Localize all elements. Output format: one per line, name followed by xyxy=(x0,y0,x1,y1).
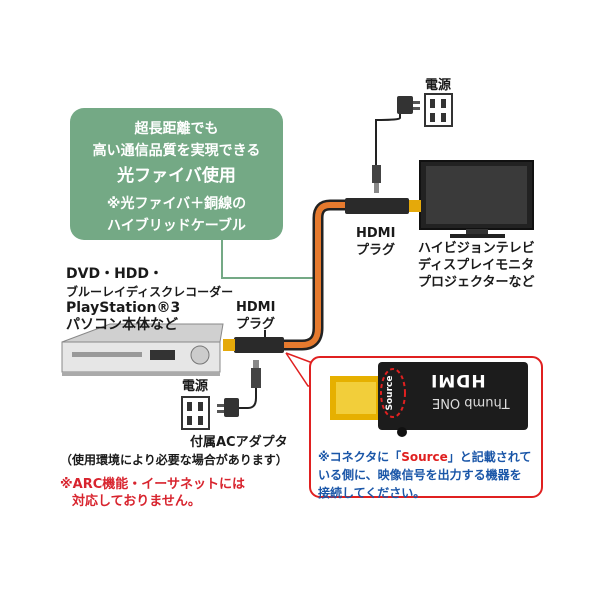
callout-line-4: ※光ファイバ＋銅線の xyxy=(106,196,247,212)
adapter-top-icon xyxy=(372,96,420,193)
connector-closeup xyxy=(330,362,528,437)
source-device-line-3: PlayStation®3 xyxy=(66,300,181,316)
connector-note-post: 」と記載されている側に、映像信号を出力する機器を接続してください。 xyxy=(318,450,532,500)
plug-top-line-1: HDMI xyxy=(356,226,396,241)
display-device-line-3: プロジェクターなど xyxy=(418,275,535,290)
tv-illustration xyxy=(419,160,534,238)
adapter-label: 付属ACアダプタ xyxy=(190,435,288,450)
adapter-note: （使用環境により必要な場合があります） xyxy=(60,453,288,467)
callout-connector-line xyxy=(221,240,314,279)
connector-brand-label: HDMI xyxy=(430,370,486,390)
callout-line-2: 高い通信品質を実現できる xyxy=(92,143,261,159)
fiber-callout-box: 超長距離でも 高い通信品質を実現できる 光ファイバ使用 ※光ファイバ＋銅線の ハ… xyxy=(70,108,283,240)
arc-note-line-2: 対応しておりません。 xyxy=(72,494,201,509)
power-top-label: 電源 xyxy=(425,78,452,93)
hdmi-plug-left xyxy=(223,330,284,353)
source-device-line-4: パソコン本体など xyxy=(66,317,178,333)
callout-line-3: 光ファイバ使用 xyxy=(117,166,236,186)
source-device-line-1: DVD・HDD・ xyxy=(66,266,164,282)
connector-note-pre: ※コネクタに「 xyxy=(318,450,402,464)
display-device-line-1: ハイビジョンテレビ xyxy=(418,241,535,256)
connector-model-label: Thumb ONE xyxy=(432,395,510,410)
callout-line-5: ハイブリッドケーブル xyxy=(107,218,246,234)
dvd-player-illustration xyxy=(61,323,224,376)
power-bottom-label: 電源 xyxy=(182,379,209,394)
plug-top-line-2: プラグ xyxy=(356,243,396,258)
arc-note-line-1: ※ARC機能・イーサネットには xyxy=(60,477,245,492)
plug-left-line-1: HDMI xyxy=(236,300,276,315)
fiber-cable xyxy=(282,199,346,351)
plug-left-line-2: プラグ xyxy=(236,317,276,332)
source-device-line-2: ブルーレイディスクレコーダー xyxy=(66,285,234,299)
callout-line-1: 超長距離でも xyxy=(134,121,219,137)
display-device-line-2: ディスプレイモニタ xyxy=(418,258,535,273)
outlet-top-icon xyxy=(424,93,453,127)
connector-source-label: Source xyxy=(385,375,395,411)
connector-note-text: ※コネクタに「Source」と記載されている側に、映像信号を出力する機器を接続し… xyxy=(318,448,533,502)
hdmi-plug-top xyxy=(345,198,421,214)
adapter-bottom-icon xyxy=(217,360,261,417)
outlet-bottom-icon xyxy=(181,396,210,430)
connector-note-highlight: Source xyxy=(401,450,448,464)
